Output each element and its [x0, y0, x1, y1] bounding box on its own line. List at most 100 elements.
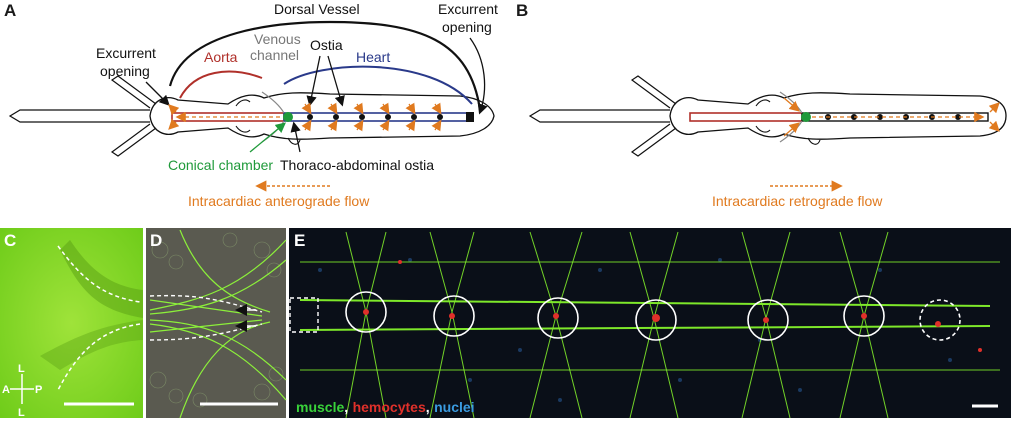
flow-in [379, 102, 390, 115]
antenna-upper-a [110, 75, 157, 109]
panel-letter-d: D [150, 231, 162, 250]
hemocyte [553, 313, 559, 319]
ostium-circle [843, 295, 885, 337]
ostia-dots-b [825, 114, 961, 120]
panel-c: C L A P L [0, 228, 143, 419]
ostia-arrow-1 [306, 55, 321, 107]
leg-bump [807, 137, 821, 145]
axis-a: A [2, 384, 10, 396]
leg-bump [235, 125, 251, 133]
anterograde-label: Intracardiac anterograde flow [188, 193, 370, 209]
venous-label-2: channel [250, 47, 299, 63]
flow-out [988, 120, 1000, 132]
axis-l-bottom: L [18, 407, 25, 418]
proboscis-a [8, 109, 150, 123]
panel-letter-e: E [294, 231, 305, 250]
flow-in [353, 102, 364, 115]
hemocyte [449, 313, 455, 319]
ostium-dot [955, 114, 961, 120]
venous-line [261, 91, 285, 114]
flow-out [988, 102, 1000, 114]
legend-muscle: muscle [296, 399, 344, 415]
nucleus [718, 258, 722, 262]
ostium-dot [411, 114, 417, 120]
legend-nuclei: nuclei [434, 399, 474, 415]
fiber [149, 323, 287, 401]
nucleus [798, 388, 802, 392]
ostium-dot [359, 114, 365, 120]
panel-letter-c: C [4, 231, 16, 250]
panel-b: B Intracardiac retrograde flow [516, 1, 1007, 209]
hemocyte [935, 321, 941, 327]
ostium-circle [747, 299, 789, 341]
excurrent-left-label-1: Excurrent [96, 45, 156, 61]
heart-label: Heart [356, 49, 390, 65]
leg-bump [287, 137, 301, 145]
ostium-dot [385, 114, 391, 120]
ostium-dot [333, 114, 339, 120]
flow-in [405, 102, 416, 115]
aorta-tube-b [689, 112, 803, 122]
cell [168, 254, 184, 270]
flow-in [783, 122, 800, 137]
nucleus [878, 268, 882, 272]
cell [253, 383, 271, 401]
cell-texture [149, 232, 284, 408]
nucleus [948, 358, 952, 362]
retrograde-label: Intracardiac retrograde flow [712, 193, 883, 209]
panel-letter-a: A [4, 1, 16, 20]
posterior-opening [466, 112, 474, 122]
nucleus [558, 398, 562, 402]
antenna-lower-a [110, 123, 157, 157]
cell [151, 241, 169, 259]
tissue-shade [40, 320, 143, 370]
fiber [179, 229, 271, 313]
dorsal-vessel-label: Dorsal Vessel [274, 1, 360, 17]
ostium-dot [307, 114, 313, 120]
legend-hemocytes: hemocytes [353, 399, 426, 415]
ostium-circle [537, 297, 579, 339]
axis-p: P [35, 384, 42, 396]
flow-in [405, 119, 416, 132]
leg-bump [235, 99, 251, 107]
ostium-dot [437, 114, 443, 120]
excurrent-left-arrow [145, 81, 170, 106]
ostia-label: Ostia [310, 37, 343, 53]
ostium-circle [635, 299, 677, 341]
panel-letter-b: B [516, 1, 528, 20]
thoraco-abdominal-label: Thoraco-abdominal ostia [280, 157, 434, 173]
excurrent-left-label-2: opening [100, 63, 150, 79]
nucleus [408, 258, 412, 262]
cell [268, 366, 284, 382]
cell [222, 232, 238, 248]
cell [266, 262, 282, 278]
venous-line [779, 91, 803, 114]
tube-wall [299, 325, 991, 331]
aorta-arc [179, 70, 263, 99]
flow-in [379, 119, 390, 132]
cell [149, 371, 167, 389]
legend-sep-1: , [344, 399, 348, 415]
panel-d: D [146, 228, 287, 419]
flow-out [168, 104, 180, 116]
flow-in [327, 119, 338, 132]
hemocytes [363, 260, 982, 352]
inset-box [289, 297, 319, 333]
heart-arc [283, 65, 473, 105]
flow-in [327, 102, 338, 115]
venous-line [779, 120, 803, 143]
excurrent-right-arrow [469, 37, 488, 115]
conical-chamber-dot-b [801, 112, 811, 122]
panel-a: A Dorsal Vessel Aorta Heart Venous chann… [4, 1, 498, 209]
legend-sep-2: , [426, 399, 430, 415]
flow-in [431, 102, 442, 115]
flow-in [431, 119, 442, 132]
flow-in [301, 119, 312, 132]
ostia-circles [345, 291, 961, 341]
dorsal-vessel-arc [168, 20, 482, 111]
proboscis-b [528, 109, 670, 123]
fiber [149, 259, 287, 315]
leg-bump [755, 125, 771, 133]
larva-outline-b [669, 92, 1007, 140]
